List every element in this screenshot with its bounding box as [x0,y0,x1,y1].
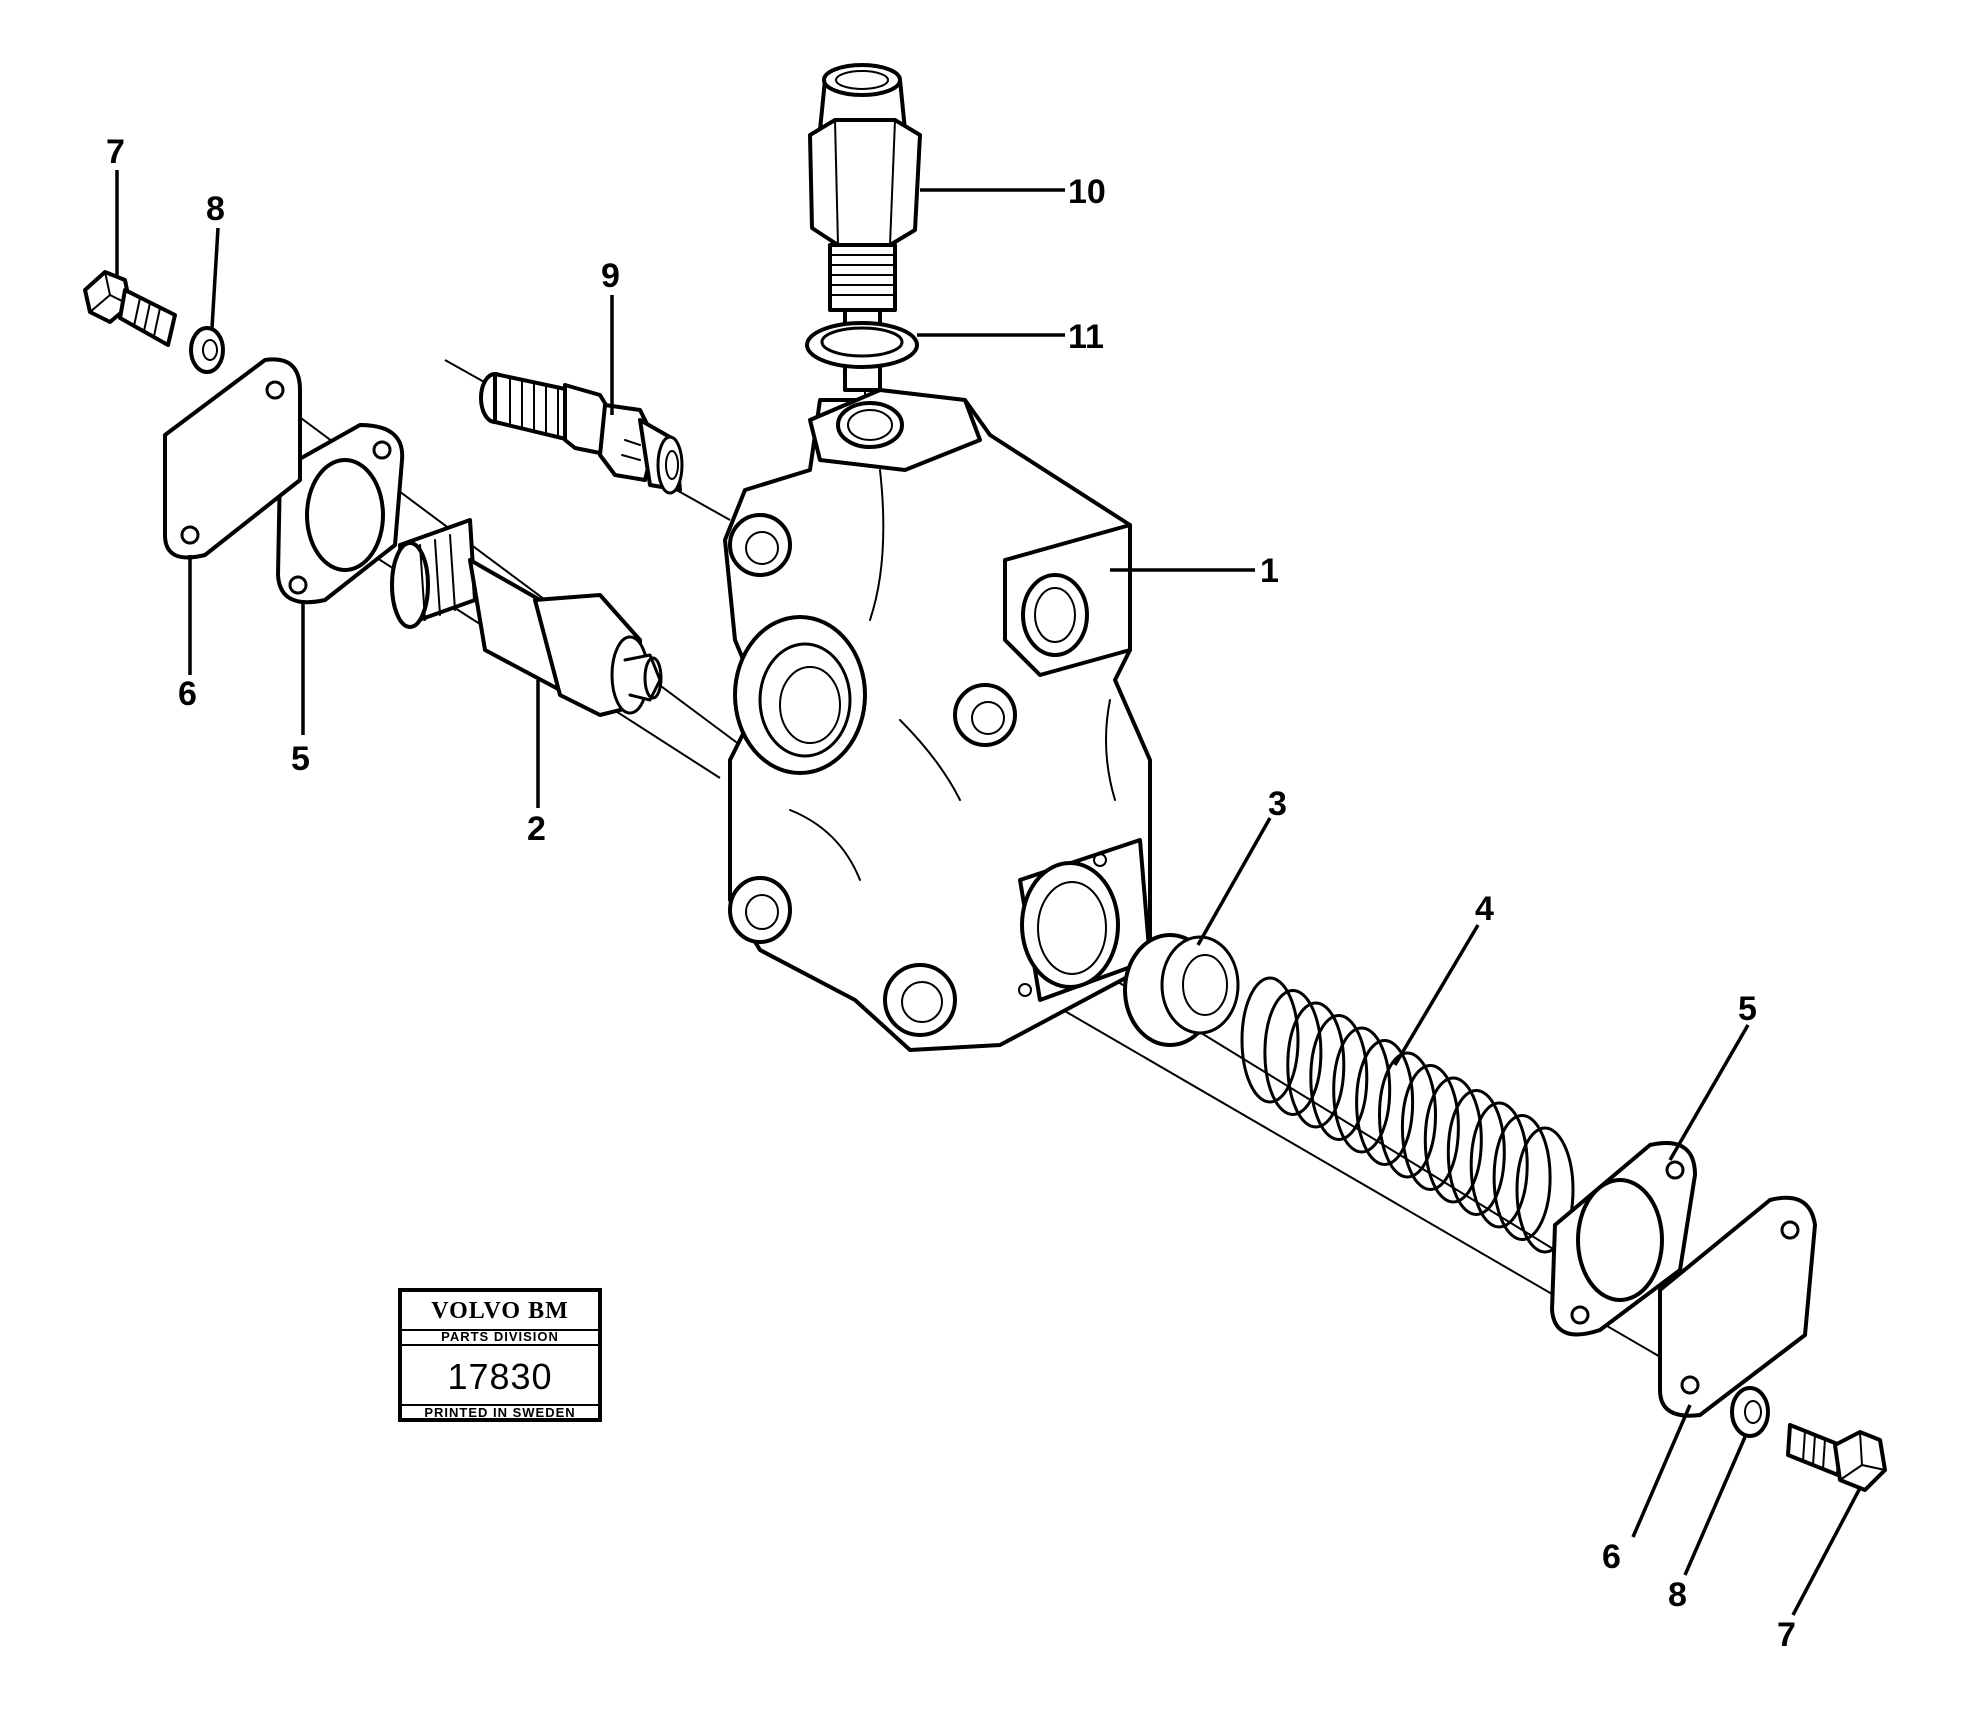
spring-coil [1355,1039,1415,1166]
spring-coil [1309,1014,1369,1141]
callout-7-right: 7 [1777,1616,1796,1654]
spring-coil [1332,1026,1392,1154]
spring [1240,976,1575,1254]
spring-coil [1492,1114,1552,1241]
callout-8-left: 8 [206,190,225,228]
callout-2: 2 [527,810,546,848]
gasket-left [276,423,405,605]
spring-seat [1123,933,1240,1047]
cover-plate-right [1658,1195,1817,1418]
callout-5-right: 5 [1738,990,1757,1028]
spring-coil [1378,1051,1437,1179]
badge-footer: PRINTED IN SWEDEN [424,1405,575,1420]
o-ring [805,321,919,369]
callout-5-left: 5 [291,740,310,778]
washer-right [1730,1386,1770,1438]
washer-left [189,326,225,374]
callout-labels: 1 2 3 4 5 5 6 6 7 7 8 8 9 10 11 [106,133,1796,1654]
spring-coil [1286,1001,1346,1129]
spring-coil [1515,1126,1575,1254]
gasket-right [1550,1141,1697,1337]
cover-plate-left [163,357,302,560]
callout-11: 11 [1068,318,1104,356]
bolt-left [83,270,177,347]
parts-division-badge: VOLVO BM PARTS DIVISION 17830 PRINTED IN… [398,1288,602,1422]
callout-4: 4 [1475,890,1494,928]
spring-coil [1446,1089,1506,1216]
badge-brand: VOLVO BM [431,1298,569,1324]
callout-6-left: 6 [178,675,197,713]
callout-3: 3 [1268,785,1287,823]
spring-coil [1240,976,1300,1104]
spool [390,518,663,717]
bolt-right [1786,1423,1887,1492]
spring-coil [1263,989,1323,1116]
badge-number: 17830 [447,1356,552,1397]
callout-6-right: 6 [1602,1538,1621,1576]
callout-10: 10 [1068,173,1106,211]
callout-1: 1 [1260,552,1279,590]
callout-7-left: 7 [106,133,125,171]
valve-housing [723,388,1152,1052]
badge-division: PARTS DIVISION [441,1329,559,1344]
leader-lines [115,170,1862,1616]
spring-coil [1423,1076,1483,1204]
callout-9: 9 [601,257,620,295]
spring-coil [1400,1064,1460,1191]
callout-8-right: 8 [1668,1576,1687,1614]
spring-coil [1469,1101,1529,1229]
check-valve-plug [479,372,684,495]
